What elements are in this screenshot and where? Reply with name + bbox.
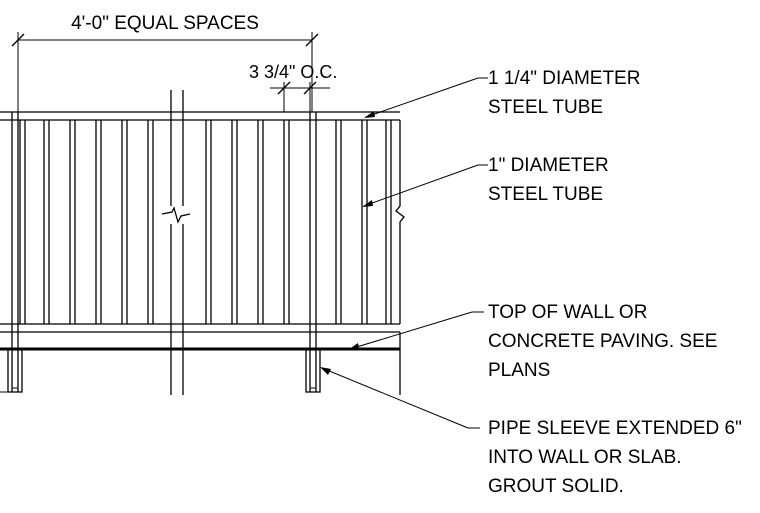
picket [283,120,290,324]
callout-top-rail-line1: 1 1/4" DIAMETER [488,68,640,89]
callout-picket: 1" DIAMETER STEEL TUBE [488,155,609,205]
leader-grade [348,311,484,350]
callout-grade-line1: TOP OF WALL OR [488,302,647,323]
spacing-dimension: 3 3/4" O.C. [249,62,337,112]
leader-sleeve [320,367,480,429]
callout-grade-line3: PLANS [488,360,550,381]
spacing-dimension-label: 3 3/4" O.C. [249,62,337,82]
picket [147,120,154,324]
picket [19,120,26,324]
pipe-sleeve-left [7,349,23,393]
callout-top-rail-line2: STEEL TUBE [488,97,603,118]
picket [95,120,102,324]
overall-dimension: 4'-0" EQUAL SPACES [11,13,319,112]
picket [361,120,368,324]
spacing-tick-left [277,81,291,95]
callout-grade-line2: CONCRETE PAVING. SEE [488,331,717,352]
callout-grade: TOP OF WALL OR CONCRETE PAVING. SEE PLAN… [488,302,717,381]
picket [69,120,76,324]
picket [205,120,212,324]
pickets-right [205,120,392,324]
leader-picket [362,164,488,207]
callout-sleeve-line3: GROUT SOLID. [488,476,624,497]
picket [43,120,50,324]
leader-top-rail [364,77,488,118]
spacing-tick-right [303,81,317,95]
picket [385,120,392,324]
post-right [309,112,317,392]
callout-sleeve: PIPE SLEEVE EXTENDED 6" INTO WALL OR SLA… [488,418,742,497]
break-line-right [395,120,405,395]
overall-dimension-label: 4'-0" EQUAL SPACES [71,13,259,34]
picket [231,120,238,324]
break-line-middle [161,206,191,224]
picket [257,120,264,324]
post-middle [170,90,184,395]
picket [121,120,128,324]
callout-sleeve-line1: PIPE SLEEVE EXTENDED 6" [488,418,742,439]
callout-top-rail: 1 1/4" DIAMETER STEEL TUBE [488,68,640,118]
overall-dimension-tick-left [11,33,25,47]
overall-dimension-tick-right [305,33,319,47]
top-rail [0,111,400,121]
callout-sleeve-line2: INTO WALL OR SLAB. [488,447,682,468]
callout-picket-line1: 1" DIAMETER [488,155,609,176]
pipe-sleeve-right [305,349,321,393]
post-left [11,112,19,392]
picket [335,120,342,324]
pickets-left [19,120,154,324]
bottom-rail [0,323,400,333]
callout-picket-line2: STEEL TUBE [488,184,603,205]
